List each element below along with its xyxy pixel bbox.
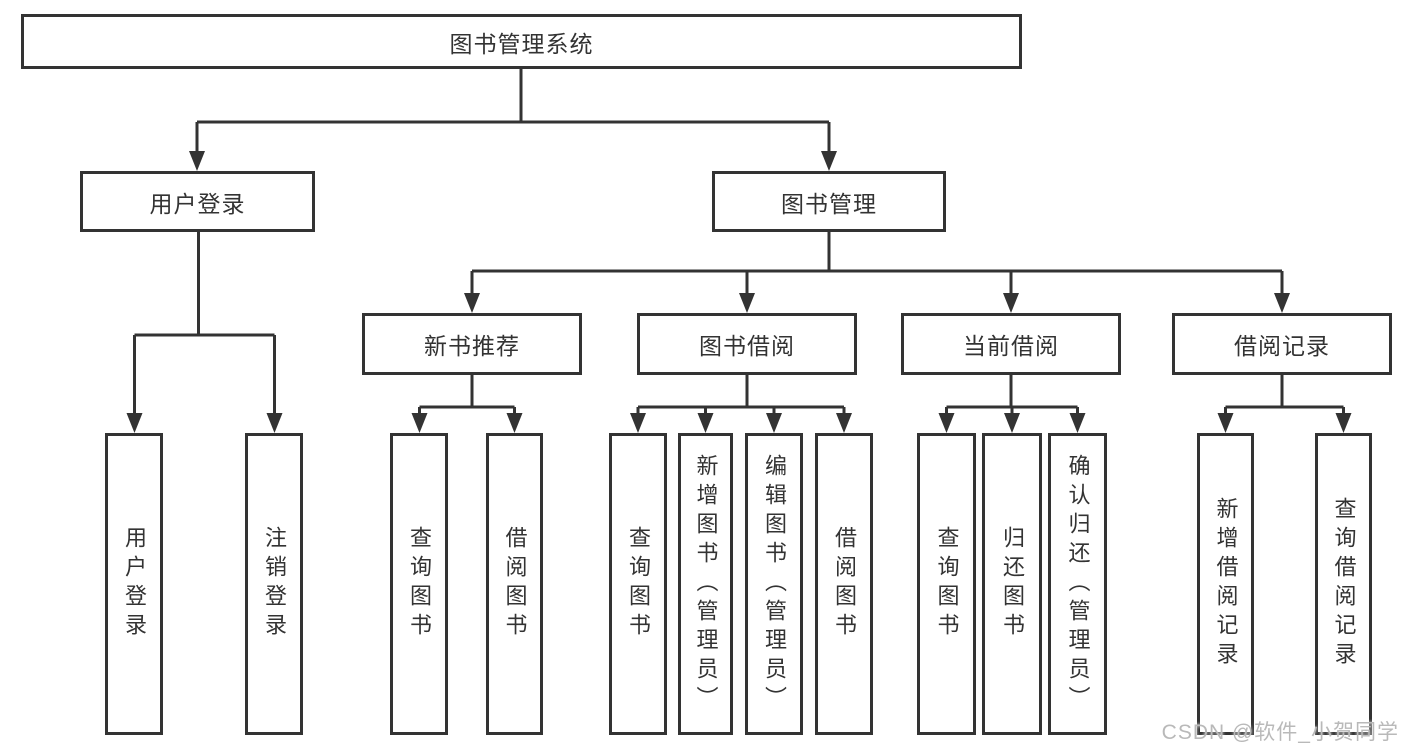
node-borrow-records-label: 借阅记录 bbox=[1234, 333, 1330, 359]
leaf-query-books-1-label: 查询图书 bbox=[407, 526, 432, 642]
leaf-query-borrow-record-label: 查询借阅记录 bbox=[1331, 497, 1357, 671]
leaf-add-borrow-record-label: 新增借阅记录 bbox=[1213, 497, 1239, 671]
leaf-query-books-2: 查询图书 bbox=[609, 433, 667, 735]
leaf-borrow-books-2: 借阅图书 bbox=[815, 433, 873, 735]
node-book-borrowing-label: 图书借阅 bbox=[699, 333, 795, 359]
leaf-edit-book-admin-label: 编辑图书（管理员） bbox=[762, 453, 787, 715]
node-new-book-recommend-label: 新书推荐 bbox=[424, 333, 520, 359]
leaf-confirm-return-admin: 确认归还（管理员） bbox=[1048, 433, 1107, 735]
leaf-logout-label: 注销登录 bbox=[262, 526, 287, 642]
node-new-book-recommend: 新书推荐 bbox=[362, 313, 582, 375]
node-user-login-label: 用户登录 bbox=[149, 190, 246, 217]
leaf-add-book-admin: 新增图书（管理员） bbox=[678, 433, 733, 735]
leaf-query-books-3-label: 查询图书 bbox=[934, 526, 960, 642]
node-borrow-records: 借阅记录 bbox=[1172, 313, 1392, 375]
leaf-query-books-1: 查询图书 bbox=[390, 433, 448, 735]
node-current-borrowing-label: 当前借阅 bbox=[963, 333, 1059, 359]
leaf-borrow-books-1: 借阅图书 bbox=[486, 433, 543, 735]
node-book-management: 图书管理 bbox=[712, 171, 946, 232]
node-root: 图书管理系统 bbox=[21, 14, 1022, 69]
node-book-management-label: 图书管理 bbox=[781, 190, 877, 217]
leaf-user-login: 用户登录 bbox=[105, 433, 163, 735]
leaf-confirm-return-admin-label: 确认归还（管理员） bbox=[1065, 453, 1091, 715]
leaf-borrow-books-2-label: 借阅图书 bbox=[832, 526, 857, 642]
leaf-logout: 注销登录 bbox=[245, 433, 303, 735]
leaf-query-borrow-record: 查询借阅记录 bbox=[1315, 433, 1372, 735]
leaf-add-book-admin-label: 新增图书（管理员） bbox=[693, 453, 719, 715]
node-book-borrowing: 图书借阅 bbox=[637, 313, 857, 375]
connector-lines bbox=[133, 69, 1345, 413]
node-user-login: 用户登录 bbox=[80, 171, 315, 232]
csdn-watermark: CSDN @软件_小贺同学 bbox=[1161, 721, 1399, 744]
leaf-return-books-label: 归还图书 bbox=[1000, 526, 1025, 642]
leaf-add-borrow-record: 新增借阅记录 bbox=[1197, 433, 1254, 735]
leaf-user-login-label: 用户登录 bbox=[122, 526, 147, 642]
leaf-return-books: 归还图书 bbox=[982, 433, 1042, 735]
leaf-query-books-3: 查询图书 bbox=[917, 433, 976, 735]
leaf-query-books-2-label: 查询图书 bbox=[626, 526, 651, 642]
node-current-borrowing: 当前借阅 bbox=[901, 313, 1121, 375]
leaf-borrow-books-1-label: 借阅图书 bbox=[502, 526, 528, 642]
node-root-label: 图书管理系统 bbox=[449, 30, 594, 57]
leaf-edit-book-admin: 编辑图书（管理员） bbox=[745, 433, 803, 735]
